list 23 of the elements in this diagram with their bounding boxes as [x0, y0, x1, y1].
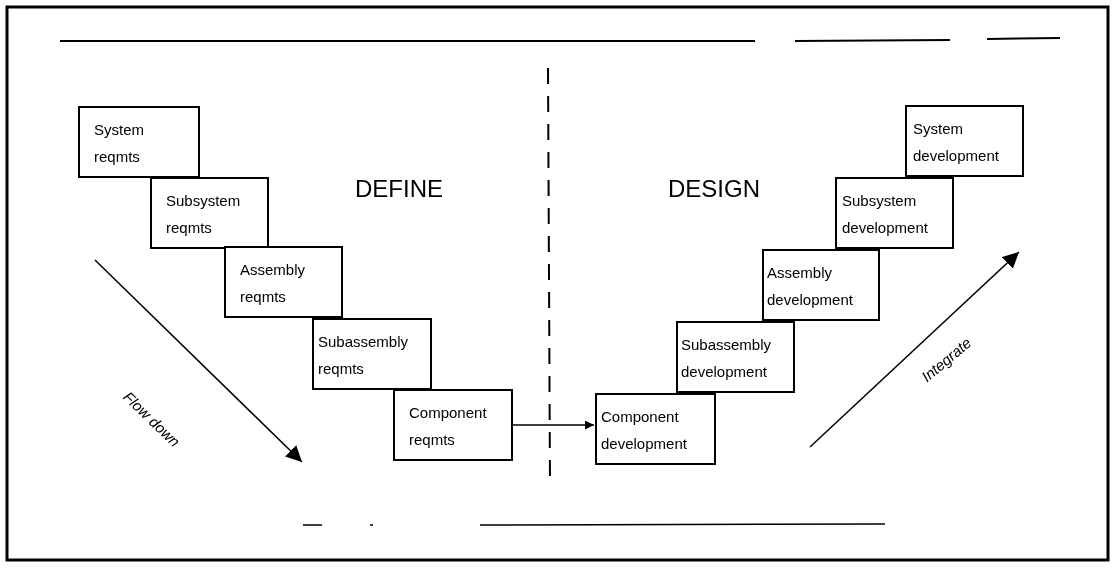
process-box	[595, 393, 716, 465]
arrow	[512, 420, 595, 430]
process-box	[835, 177, 954, 249]
process-box	[905, 105, 1024, 177]
box-text: System development	[913, 119, 1000, 166]
process-box	[393, 389, 513, 461]
box-text: Assembly reqmts	[240, 260, 307, 307]
phase-label: DESIGN	[668, 175, 760, 203]
process-box	[224, 246, 343, 318]
box-text: Subassembly development	[681, 335, 773, 382]
process-box	[676, 321, 795, 393]
box-text: Subsystem development	[842, 191, 929, 238]
process-box	[762, 249, 880, 321]
box-text: System reqmts	[94, 120, 145, 167]
phase-label: DEFINE	[355, 175, 443, 203]
process-box	[312, 318, 432, 390]
box-text: Component reqmts	[409, 403, 488, 450]
box-text: Assembly development	[767, 263, 854, 310]
box-text: Subsystem reqmts	[166, 191, 242, 238]
process-box	[150, 177, 269, 249]
box-text: Subassembly reqmts	[318, 332, 410, 379]
process-box	[78, 106, 200, 178]
box-text: Component development	[601, 407, 688, 454]
